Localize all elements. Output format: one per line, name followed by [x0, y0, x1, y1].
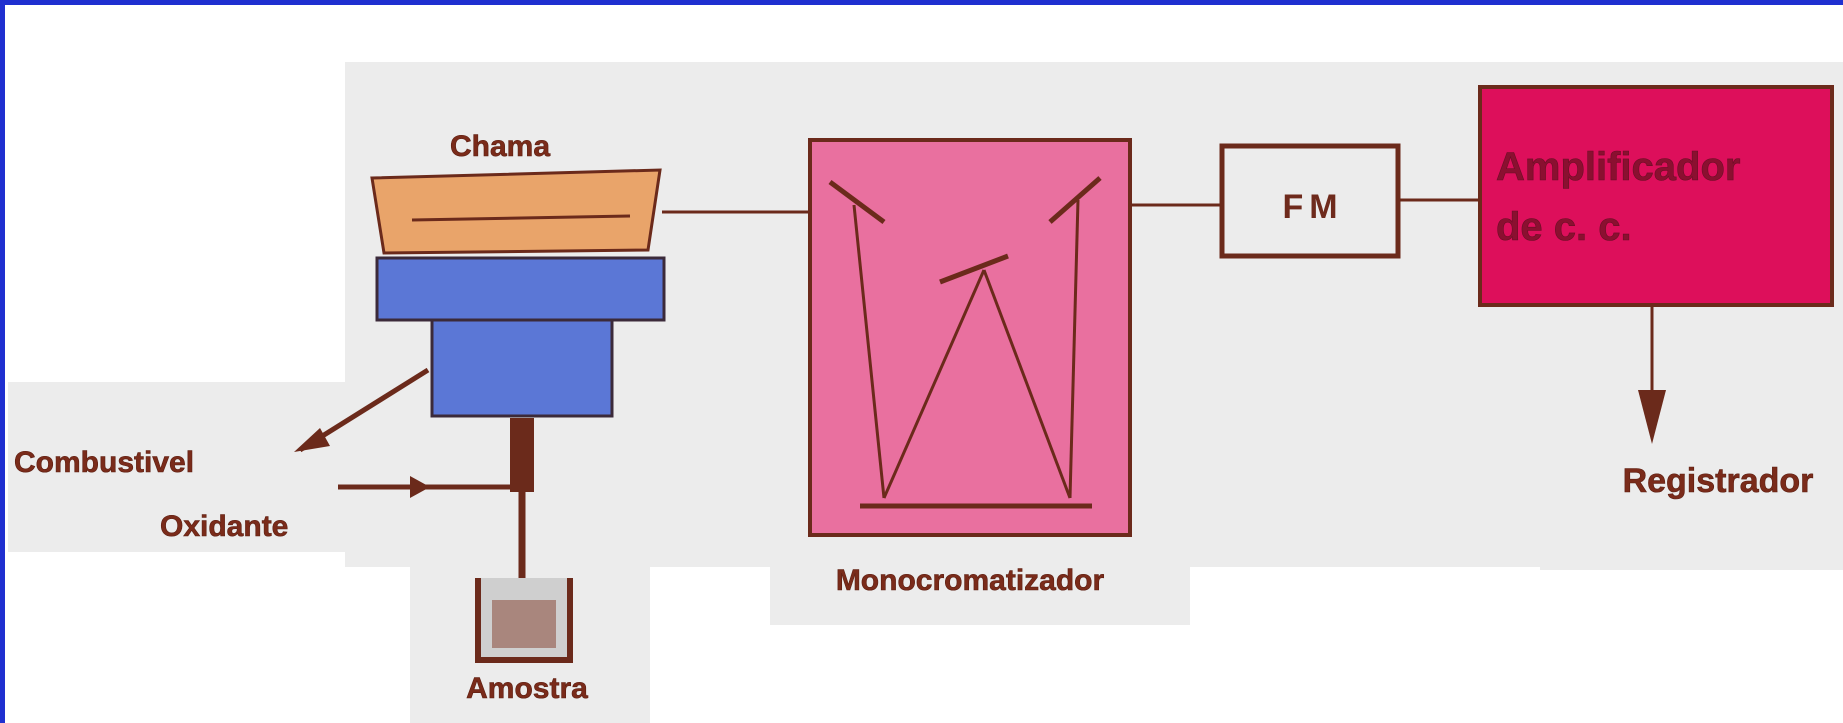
entrance-mirror [828, 179, 886, 225]
optical-ray [1068, 199, 1080, 499]
capillary-upper [510, 418, 534, 492]
recorder-label: Registrador [1623, 462, 1814, 500]
sample-liquid [492, 600, 556, 648]
fuel-arrow-icon [294, 428, 330, 452]
recorder-arrow-icon [1638, 390, 1666, 444]
optical-ray [982, 269, 1072, 499]
oxidant-label: Oxidante [160, 510, 288, 543]
fuel-label: Combustivel [14, 446, 194, 479]
flame-inner-line [411, 214, 631, 222]
dispersing-element [939, 253, 1009, 285]
exit-mirror [1048, 176, 1102, 224]
optical-ray [852, 204, 886, 499]
monochromator-label: Monocromatizador [836, 564, 1105, 597]
flame-label: Chama [450, 130, 550, 163]
monochromator-box [808, 138, 1132, 537]
amplifier-label-line2: de c. c. [1496, 205, 1632, 249]
flame-shape [370, 168, 662, 255]
amplifier-box [1478, 85, 1834, 307]
burner-top-block [375, 256, 666, 322]
monochromator-optics [828, 176, 1102, 509]
photomultiplier-box [1219, 143, 1401, 259]
sample-label: Amostra [466, 672, 588, 705]
amplifier-label-line1: Amplificador [1496, 145, 1740, 189]
burner-nebulizer-block [430, 318, 614, 418]
oxidant-arrow-icon [410, 476, 430, 498]
optical-ray [882, 269, 986, 499]
photomultiplier-label: FM [1282, 188, 1343, 226]
